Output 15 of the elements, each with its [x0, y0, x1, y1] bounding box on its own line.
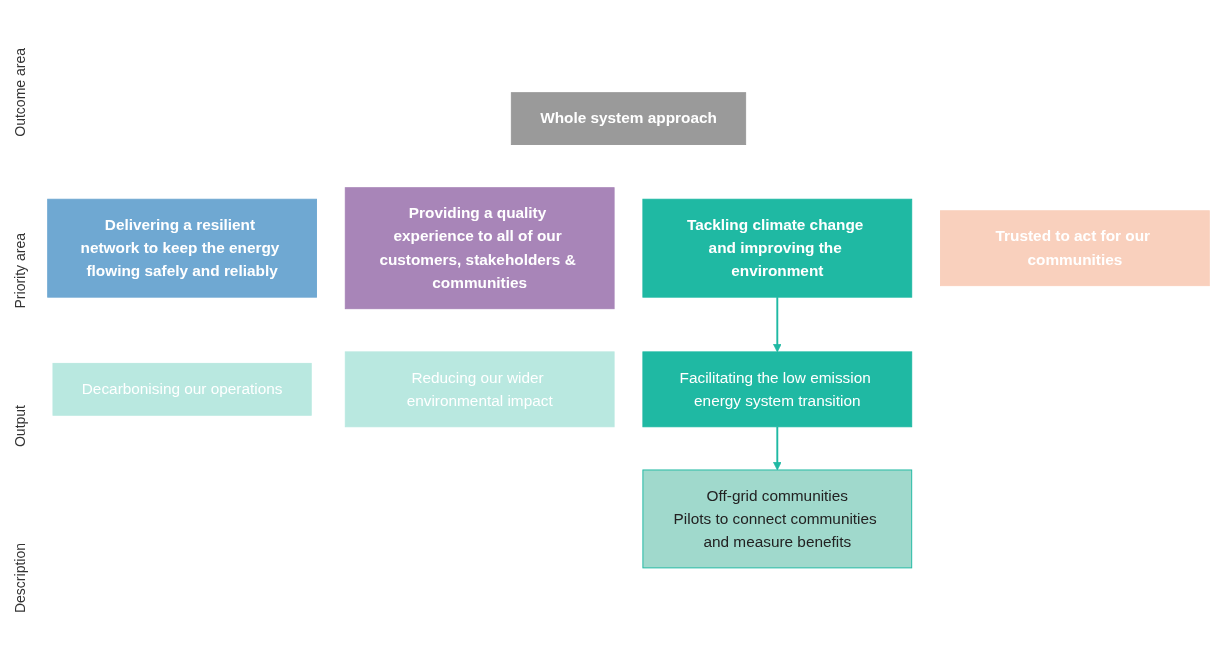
node-box: Reducing our wider environmental impact — [344, 351, 615, 428]
node-box: Providing a quality experience to all of our customers, stakeholders & communities — [344, 187, 615, 310]
arrow — [773, 426, 782, 471]
node-box: Off-grid communities Pilots to connect communities and measure benefits — [642, 469, 913, 569]
row-label: Outcome area — [12, 48, 28, 137]
row-label: Description — [12, 542, 28, 613]
row-label: Priority area — [12, 233, 28, 309]
node-box: Decarbonising our operations — [52, 363, 312, 416]
row-label: Output — [12, 404, 28, 447]
node-box: Facilitating the low emission energy system transition — [642, 351, 913, 428]
arrow — [773, 296, 782, 353]
node-box: Delivering a resilient network to keep the energy flowing safely and reliably — [47, 199, 317, 298]
node-box: Tackling climate change and improving the environment — [642, 199, 913, 298]
node-box: Whole system approach — [510, 92, 747, 146]
node-box: Trusted to act for our communities — [940, 210, 1210, 287]
